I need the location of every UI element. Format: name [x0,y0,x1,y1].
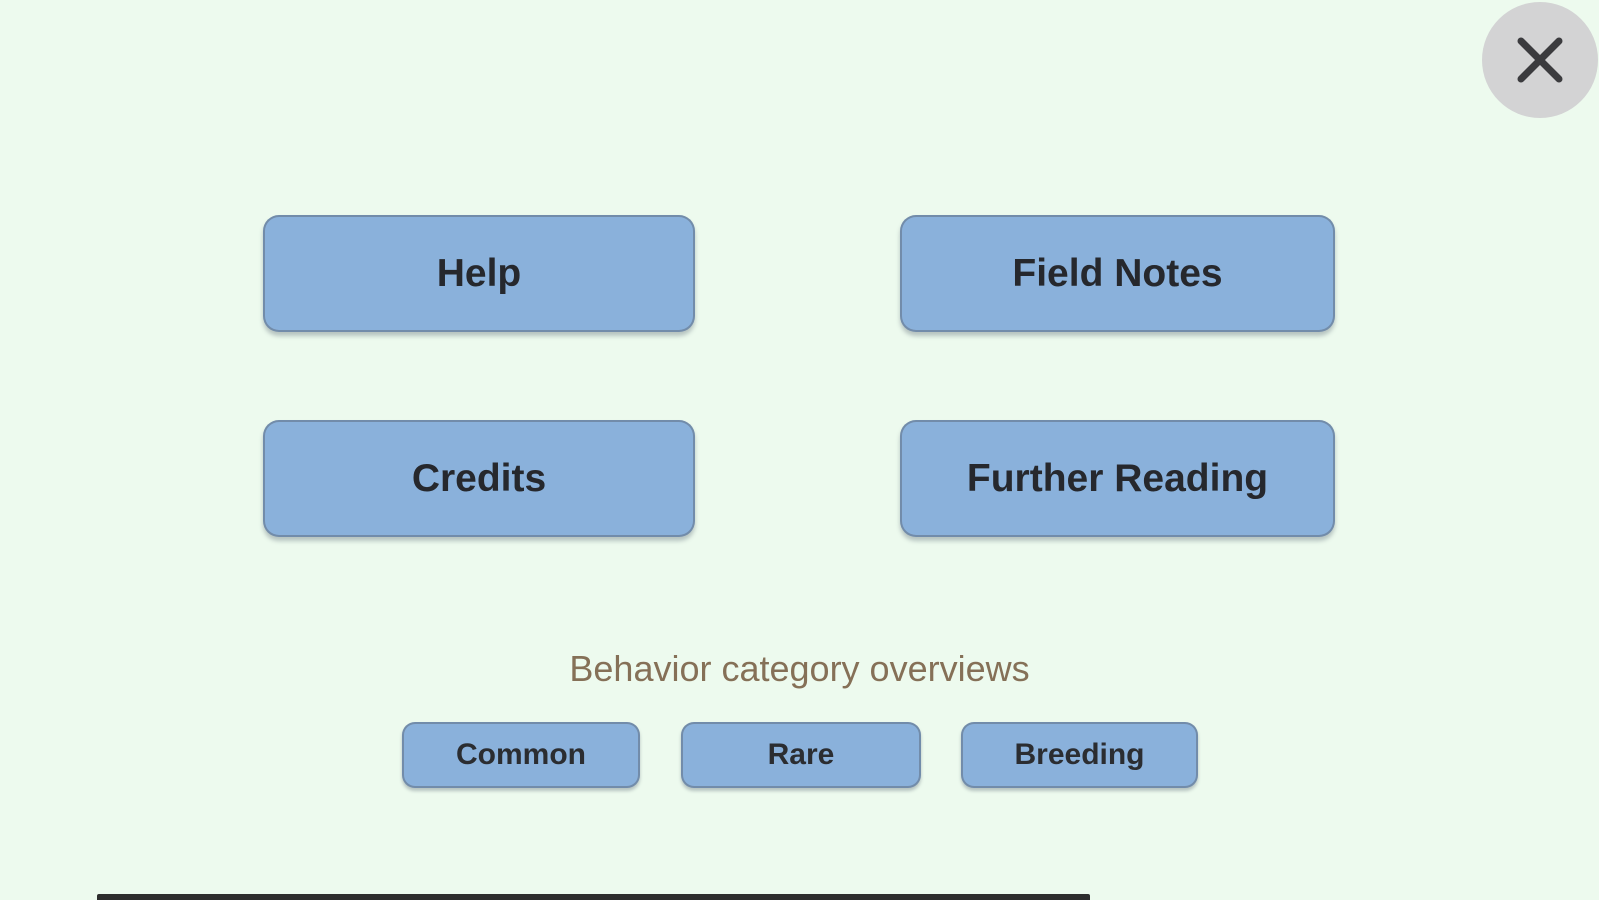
close-icon [1513,33,1567,87]
further-reading-button[interactable]: Further Reading [900,420,1335,537]
credits-button[interactable]: Credits [263,420,695,537]
field-notes-button[interactable]: Field Notes [900,215,1335,332]
category-breeding-button[interactable]: Breeding [961,722,1198,788]
bottom-bar [97,894,1090,900]
help-button[interactable]: Help [263,215,695,332]
category-common-button[interactable]: Common [402,722,640,788]
category-rare-button[interactable]: Rare [681,722,921,788]
close-button[interactable] [1482,2,1598,118]
behavior-category-heading: Behavior category overviews [569,648,1030,689]
